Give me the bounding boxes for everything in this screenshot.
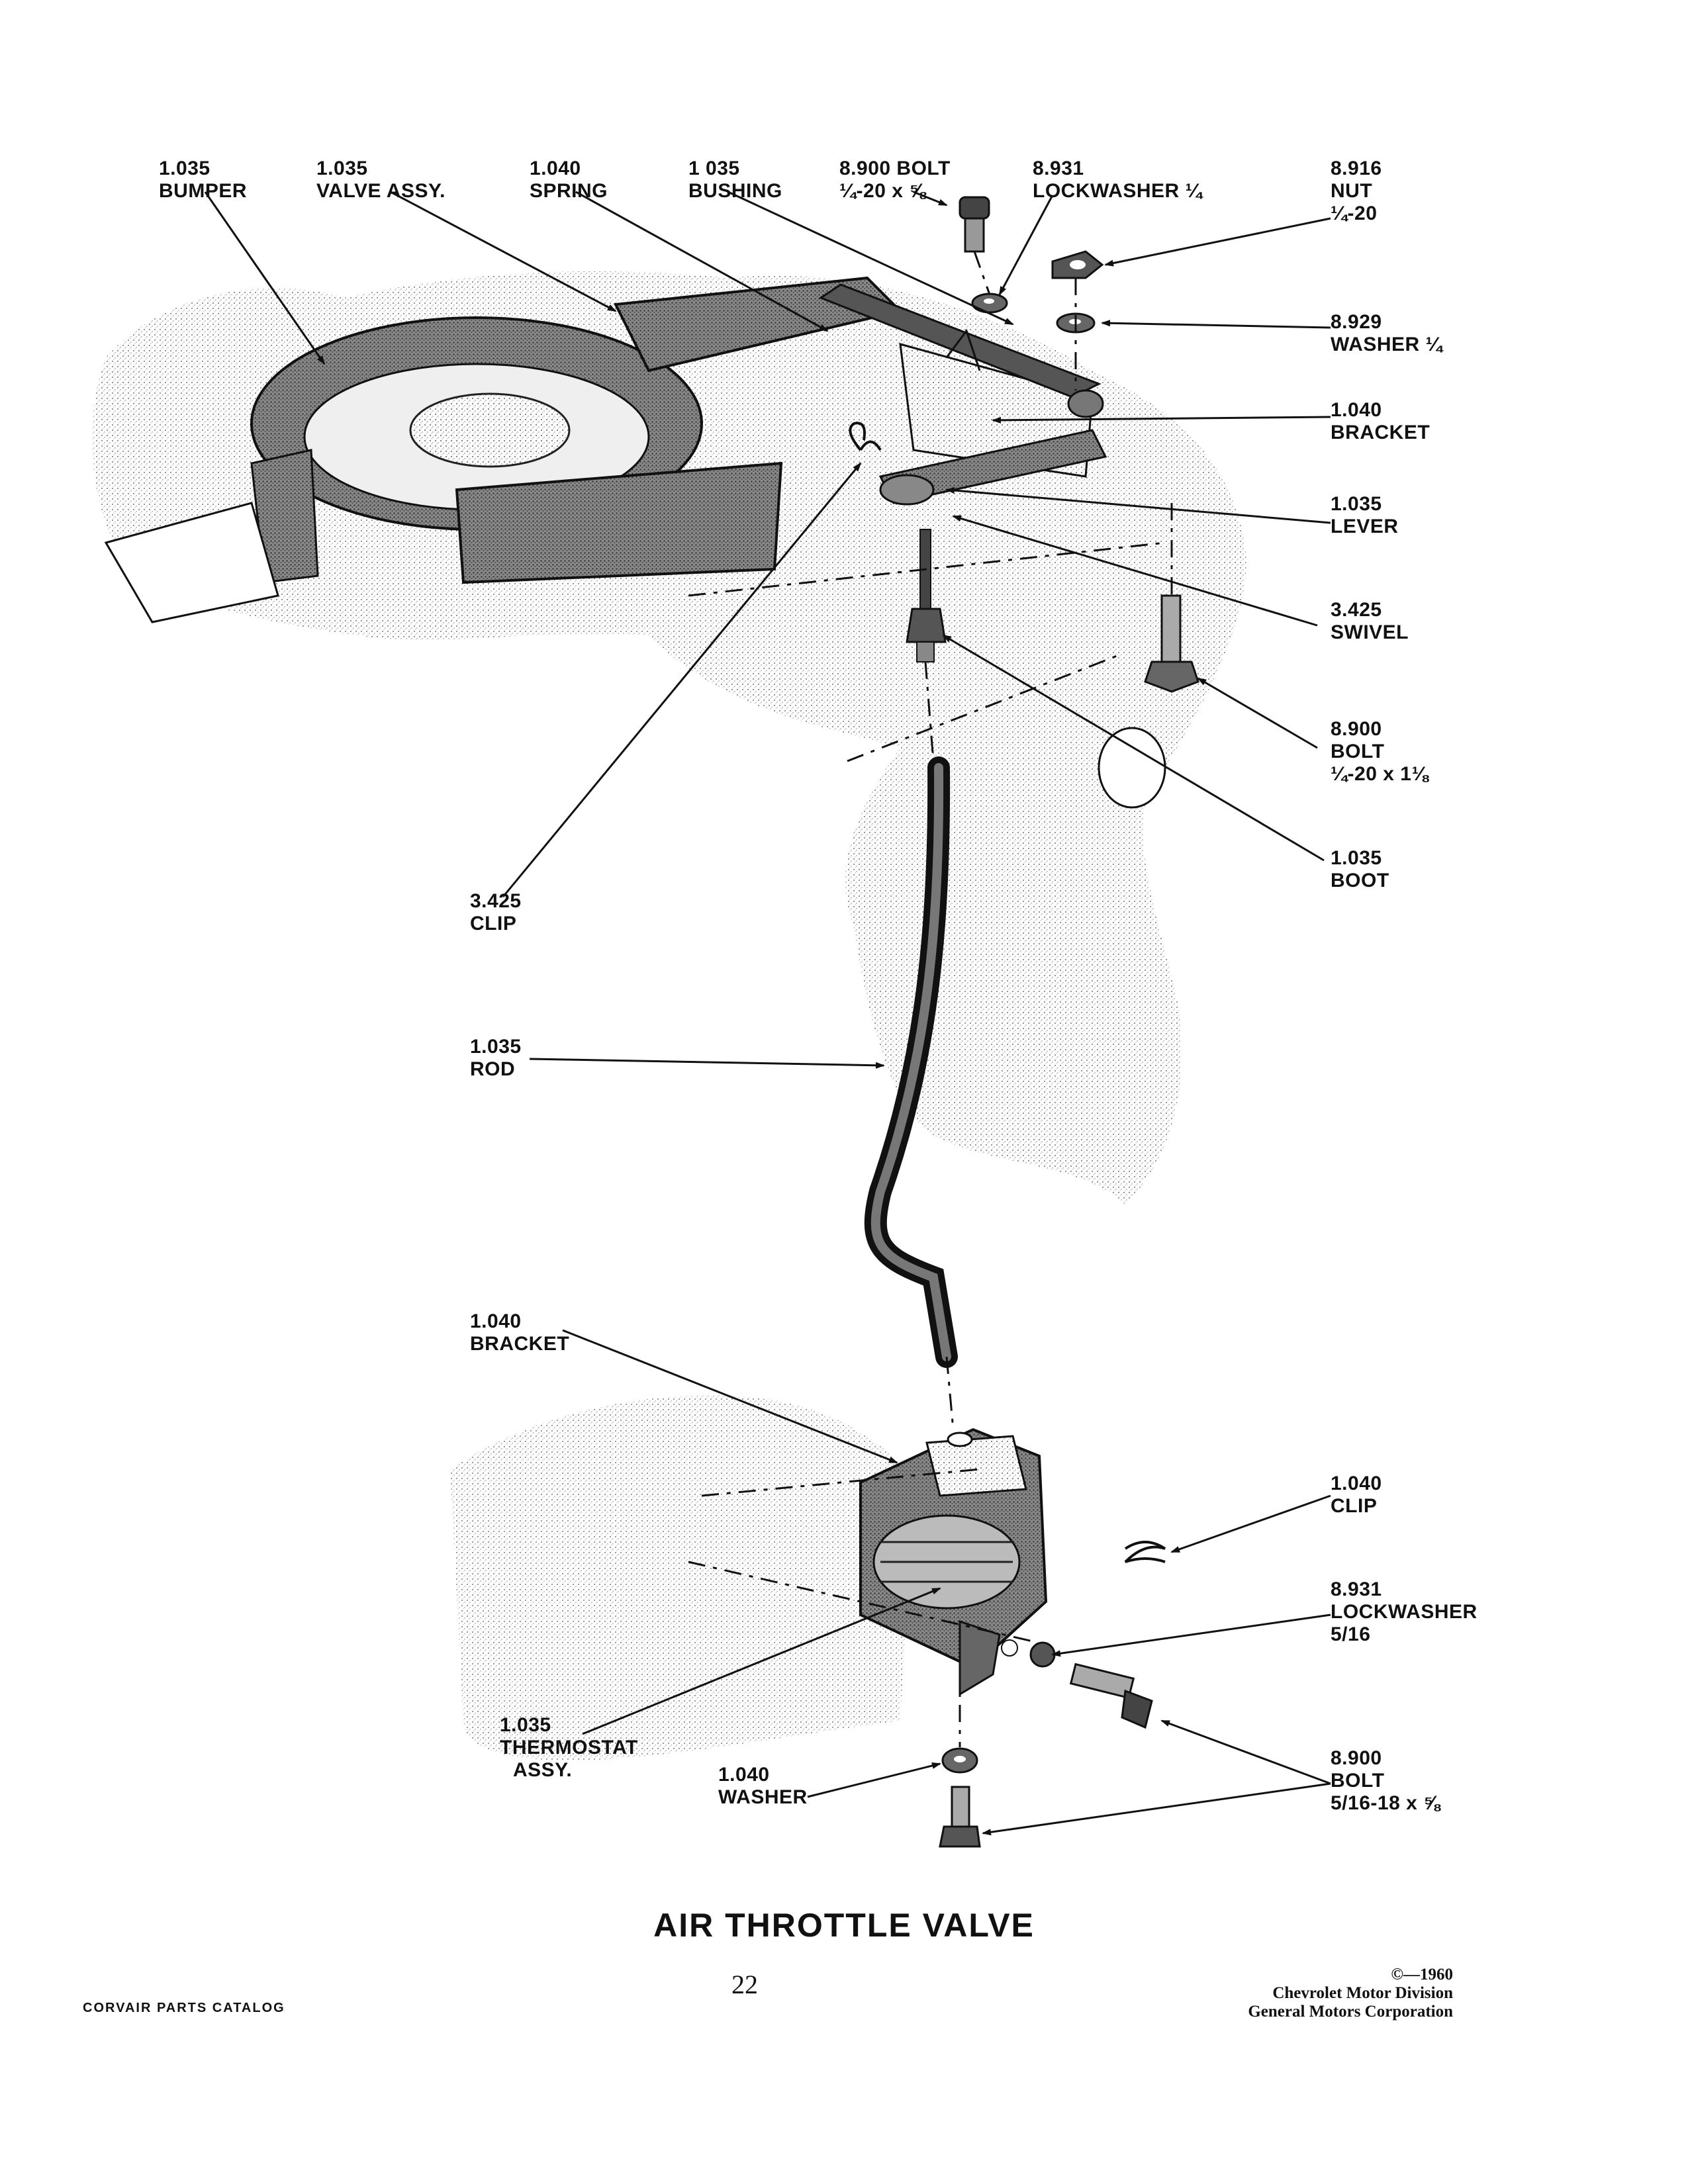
- callout-lockwasher-top: 8.931 LOCKWASHER ¼: [1033, 158, 1202, 203]
- callout-name: CLIP: [1331, 1495, 1378, 1517]
- callout-name-2: ASSY.: [513, 1759, 573, 1781]
- callout-name: ROD: [470, 1058, 516, 1080]
- callout-code: 1.040: [1331, 1473, 1382, 1494]
- alignment-lines: [688, 251, 1173, 1747]
- callout-boot: 1.035 BOOT: [1331, 847, 1389, 892]
- callout-bracket-bottom: 1.040 BRACKET: [470, 1310, 569, 1355]
- callout-name: BOOT: [1331, 870, 1389, 891]
- callout-code: 3.425: [1331, 599, 1382, 621]
- throttle-rod: [864, 756, 958, 1368]
- copyright-corporation: General Motors Corporation: [1248, 2003, 1453, 2021]
- callout-lever: 1.035 LEVER: [1331, 493, 1399, 538]
- callout-code: 1.035: [500, 1714, 551, 1736]
- callout-clip-bottom: 1.040 CLIP: [1331, 1473, 1382, 1518]
- copyright-division: Chevrolet Motor Division: [1272, 1984, 1453, 2002]
- callout-code: 8.931: [1331, 1578, 1382, 1600]
- page-number: 22: [731, 1970, 758, 1999]
- callout-name: ¼-20 x ⅝: [839, 180, 926, 202]
- callout-washer-bottom: 1.040 WASHER: [718, 1764, 808, 1809]
- callout-name: LOCKWASHER ¼: [1033, 180, 1203, 202]
- callout-name: BRACKET: [1331, 422, 1430, 443]
- copyright-year: ©—1960: [1391, 1966, 1453, 1983]
- catalog-name: CORVAIR PARTS CATALOG: [83, 2001, 285, 2015]
- top-hardware: [959, 196, 1104, 334]
- callout-name: WASHER ¼: [1331, 334, 1443, 355]
- callout-rod: 1.035 ROD: [470, 1036, 522, 1081]
- bottom-hardware: [939, 1541, 1166, 1848]
- callout-washer-top: 8.929 WASHER ¼: [1331, 311, 1442, 356]
- callout-code: 1.040: [470, 1310, 522, 1332]
- callout-code: 1.035: [1331, 847, 1382, 869]
- callout-name: THERMOSTAT: [500, 1737, 638, 1758]
- callout-code: 1 035: [688, 158, 740, 179]
- callout-name: LEVER: [1331, 516, 1399, 537]
- callout-clip-top: 3.425 CLIP: [470, 890, 522, 935]
- callout-code: 1.040: [530, 158, 581, 179]
- callout-name: SPRING: [530, 180, 608, 202]
- callout-code: 3.425: [470, 890, 522, 912]
- callout-code: 8.916: [1331, 158, 1382, 179]
- callout-lockwasher-bottom: 8.931 LOCKWASHER 5/16: [1331, 1578, 1477, 1646]
- callout-bolt-top: 8.900 BOLT ¼-20 x ⅝: [839, 158, 951, 203]
- callout-swivel: 3.425 SWIVEL: [1331, 599, 1409, 644]
- callout-name: BOLT: [1331, 741, 1385, 762]
- callout-name: BRACKET: [470, 1333, 570, 1355]
- callout-code: 1.035: [316, 158, 368, 179]
- callout-code: 1.040: [1331, 399, 1382, 421]
- callout-name: LOCKWASHER: [1331, 1601, 1477, 1623]
- callout-code: 8.900 BOLT: [839, 158, 951, 179]
- callout-code: 8.931: [1033, 158, 1084, 179]
- callout-valve-assy: 1.035 VALVE ASSY.: [316, 158, 445, 203]
- callout-thermostat-assy: 1.035 THERMOSTAT ASSY.: [500, 1714, 638, 1782]
- callout-code: 1.035: [470, 1036, 522, 1058]
- callout-size: ¼-20 x 1⅛: [1331, 763, 1429, 785]
- callout-name: NUT: [1331, 180, 1373, 202]
- callout-code: 8.900: [1331, 1747, 1382, 1769]
- callout-size: 5/16-18 x ⅝: [1331, 1792, 1440, 1814]
- callout-size: 5/16: [1331, 1623, 1371, 1645]
- callout-nut: 8.916 NUT ¼-20: [1331, 158, 1382, 225]
- callout-bolt-mid: 8.900 BOLT ¼-20 x 1⅛: [1331, 718, 1429, 786]
- callout-code: 1.035: [1331, 493, 1382, 515]
- air-duct-housing: [104, 276, 903, 623]
- callout-code: 8.929: [1331, 311, 1382, 333]
- callout-name: BOLT: [1331, 1770, 1385, 1792]
- mid-hardware: [849, 422, 1199, 809]
- callout-name: CLIP: [470, 913, 517, 934]
- copyright-block: ©—1960 Chevrolet Motor Division General …: [1248, 1966, 1453, 2021]
- callout-name: WASHER: [718, 1786, 808, 1808]
- callout-name: SWIVEL: [1331, 621, 1409, 643]
- callout-name: BUMPER: [159, 180, 248, 202]
- callout-code: 1.035: [159, 158, 211, 179]
- thermostat-assembly: [859, 1428, 1048, 1696]
- callout-code: 1.040: [718, 1764, 770, 1786]
- callout-bushing: 1 035 BUSHING: [688, 158, 782, 203]
- leader-lines: [204, 191, 1331, 1836]
- callout-bracket-top: 1.040 BRACKET: [1331, 399, 1430, 444]
- callout-name: BUSHING: [688, 180, 782, 202]
- callout-bolt-bottom: 8.900 BOLT 5/16-18 x ⅝: [1331, 1747, 1440, 1815]
- callout-code: 8.900: [1331, 718, 1382, 740]
- callout-spring: 1.040 SPRING: [530, 158, 608, 203]
- callout-bumper: 1.035 BUMPER: [159, 158, 247, 203]
- callout-size: ¼-20: [1331, 203, 1378, 224]
- figure-title: AIR THROTTLE VALVE: [653, 1907, 1035, 1944]
- callout-name: VALVE ASSY.: [316, 180, 445, 202]
- upper-linkage: [818, 283, 1107, 506]
